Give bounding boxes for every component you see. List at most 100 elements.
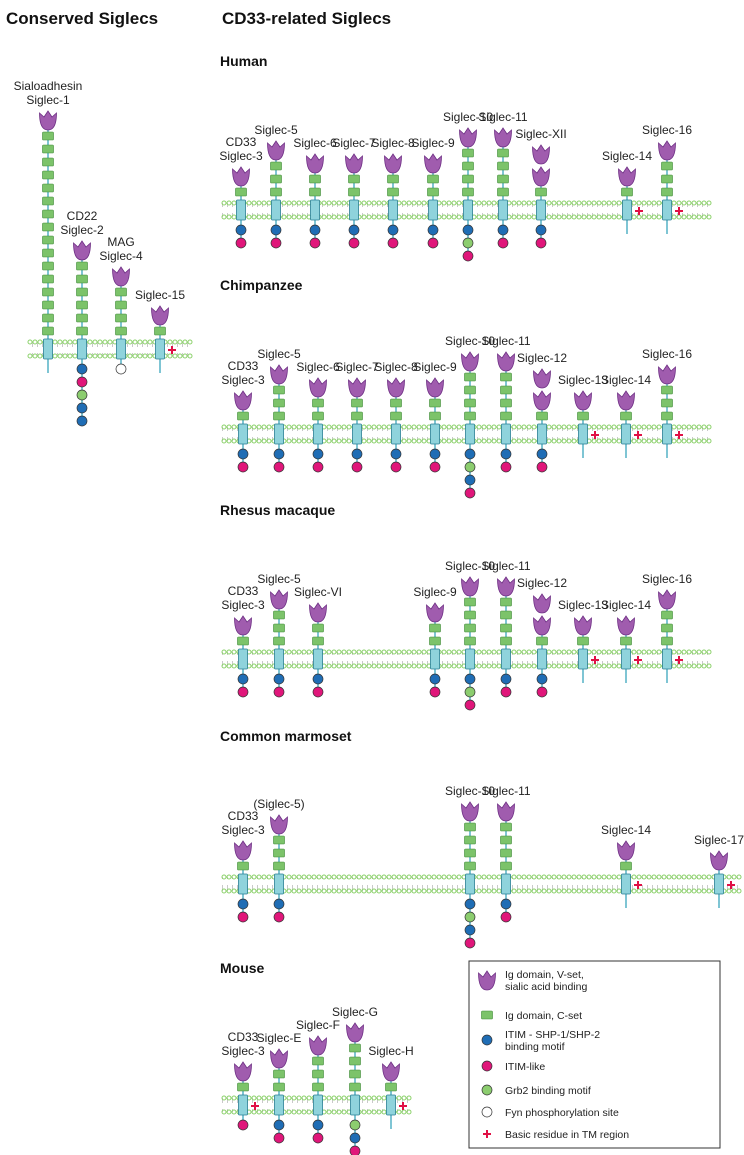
v-set-domain-icon bbox=[310, 603, 327, 622]
legend-label: Ig domain, V-set, bbox=[505, 969, 584, 981]
siglec-label: Siglec-3 bbox=[221, 823, 265, 837]
legend-item: Basic residue in TM region bbox=[483, 1129, 629, 1141]
itim-motif-icon bbox=[350, 1133, 360, 1143]
transmembrane-domain bbox=[239, 424, 248, 444]
itim-like-motif-icon bbox=[428, 238, 438, 248]
c-set-domain-icon bbox=[501, 637, 512, 645]
itim-like-motif-icon bbox=[465, 488, 475, 498]
transmembrane-domain bbox=[663, 424, 672, 444]
siglec-label: Siglec-12 bbox=[517, 351, 567, 365]
v-set-domain-icon bbox=[385, 154, 402, 173]
itim-motif-icon bbox=[501, 449, 511, 459]
c-set-domain-icon bbox=[465, 399, 476, 407]
v-set-domain-icon bbox=[310, 1036, 327, 1055]
siglec-protein: Siglec-16 bbox=[642, 123, 692, 234]
fyn-site-icon bbox=[116, 364, 126, 374]
c-set-domain-icon bbox=[536, 188, 547, 196]
c-set-domain-icon bbox=[621, 412, 632, 420]
c-set-domain-icon bbox=[662, 175, 673, 183]
itim-like-motif-icon bbox=[501, 462, 511, 472]
siglec-label: Siglec-G bbox=[332, 1005, 378, 1019]
c-set-domain-icon bbox=[350, 1070, 361, 1078]
c-set-domain-icon bbox=[428, 175, 439, 183]
c-set-domain-icon bbox=[501, 611, 512, 619]
v-set-domain-icon bbox=[349, 378, 366, 397]
c-set-domain-icon bbox=[662, 412, 673, 420]
siglec-label: Siglec-17 bbox=[694, 833, 744, 847]
itim-like-motif-icon bbox=[465, 938, 475, 948]
v-set-domain-icon bbox=[462, 577, 479, 596]
c-set-domain-icon bbox=[430, 637, 441, 645]
v-set-domain-icon bbox=[383, 1062, 400, 1081]
transmembrane-domain bbox=[502, 649, 511, 669]
transmembrane-domain bbox=[538, 649, 547, 669]
c-set-domain-icon bbox=[274, 849, 285, 857]
c-set-domain-icon bbox=[313, 637, 324, 645]
siglec-label: CD22 bbox=[67, 209, 98, 223]
siglec-protein: Siglec-VI bbox=[294, 585, 342, 697]
siglec-protein: Siglec-16 bbox=[642, 347, 692, 458]
v-set-domain-icon bbox=[534, 616, 551, 635]
itim-like-motif-icon bbox=[537, 687, 547, 697]
siglec-protein: (Siglec-5) bbox=[253, 797, 304, 922]
itim-motif-icon bbox=[274, 1120, 284, 1130]
grb2-motif-icon bbox=[465, 687, 475, 697]
c-set-domain-icon bbox=[274, 611, 285, 619]
siglec-label: Siglec-11 bbox=[481, 334, 530, 348]
siglec-protein: Siglec-14 bbox=[601, 598, 651, 683]
siglec-protein: Siglec-17 bbox=[694, 833, 744, 908]
c-set-domain-icon bbox=[463, 149, 474, 157]
itim-like-motif-icon bbox=[388, 238, 398, 248]
itim-motif-icon bbox=[465, 475, 475, 485]
itim-motif-icon bbox=[388, 225, 398, 235]
v-set-domain-icon bbox=[659, 590, 676, 609]
c-set-domain-icon bbox=[274, 624, 285, 632]
itim-like-motif-icon bbox=[501, 912, 511, 922]
transmembrane-domain bbox=[389, 200, 398, 220]
c-set-domain-icon bbox=[501, 598, 512, 606]
siglec-protein: Siglec-5 bbox=[257, 347, 301, 472]
c-set-domain-icon bbox=[482, 1011, 493, 1019]
itim-motif-icon bbox=[236, 225, 246, 235]
panel-marmoset: Common marmosetCD33Siglec-3(Siglec-5)Sig… bbox=[220, 728, 744, 948]
transmembrane-domain bbox=[431, 649, 440, 669]
siglec-label: Siglec-8 bbox=[374, 360, 418, 374]
transmembrane-domain bbox=[78, 339, 87, 359]
v-set-domain-icon bbox=[74, 241, 91, 260]
v-set-domain-icon bbox=[533, 167, 550, 186]
v-set-domain-icon bbox=[618, 616, 635, 635]
c-set-domain-icon bbox=[43, 145, 54, 153]
siglec-label: Siglec-1 bbox=[26, 93, 70, 107]
v-set-domain-icon bbox=[495, 128, 512, 147]
c-set-domain-icon bbox=[428, 188, 439, 196]
itim-motif-icon bbox=[465, 674, 475, 684]
c-set-domain-icon bbox=[310, 188, 321, 196]
siglec-label: Siglec-16 bbox=[642, 123, 692, 137]
c-set-domain-icon bbox=[77, 288, 88, 296]
siglec-protein: Siglec-F bbox=[296, 1018, 340, 1143]
transmembrane-domain bbox=[429, 200, 438, 220]
v-set-domain-icon bbox=[659, 141, 676, 160]
itim-like-motif-icon bbox=[430, 462, 440, 472]
v-set-domain-icon bbox=[235, 391, 252, 410]
c-set-domain-icon bbox=[43, 132, 54, 140]
siglec-label: Siglec-3 bbox=[221, 373, 265, 387]
v-set-domain-icon bbox=[307, 154, 324, 173]
legend-label: ITIM - SHP-1/SHP-2 bbox=[505, 1029, 600, 1041]
c-set-domain-icon bbox=[621, 862, 632, 870]
siglec-label: Siglec-3 bbox=[219, 149, 263, 163]
itim-motif-icon bbox=[77, 403, 87, 413]
itim-like-motif-icon bbox=[349, 238, 359, 248]
c-set-domain-icon bbox=[501, 849, 512, 857]
v-set-domain-icon bbox=[427, 378, 444, 397]
v-set-domain-icon bbox=[310, 378, 327, 397]
transmembrane-domain bbox=[466, 874, 475, 894]
c-set-domain-icon bbox=[465, 611, 476, 619]
v-set-domain-icon bbox=[659, 365, 676, 384]
siglec-label: Siglec-11 bbox=[481, 559, 530, 573]
siglec-label: Siglec-9 bbox=[411, 136, 455, 150]
v-set-domain-icon bbox=[462, 352, 479, 371]
c-set-domain-icon bbox=[463, 175, 474, 183]
